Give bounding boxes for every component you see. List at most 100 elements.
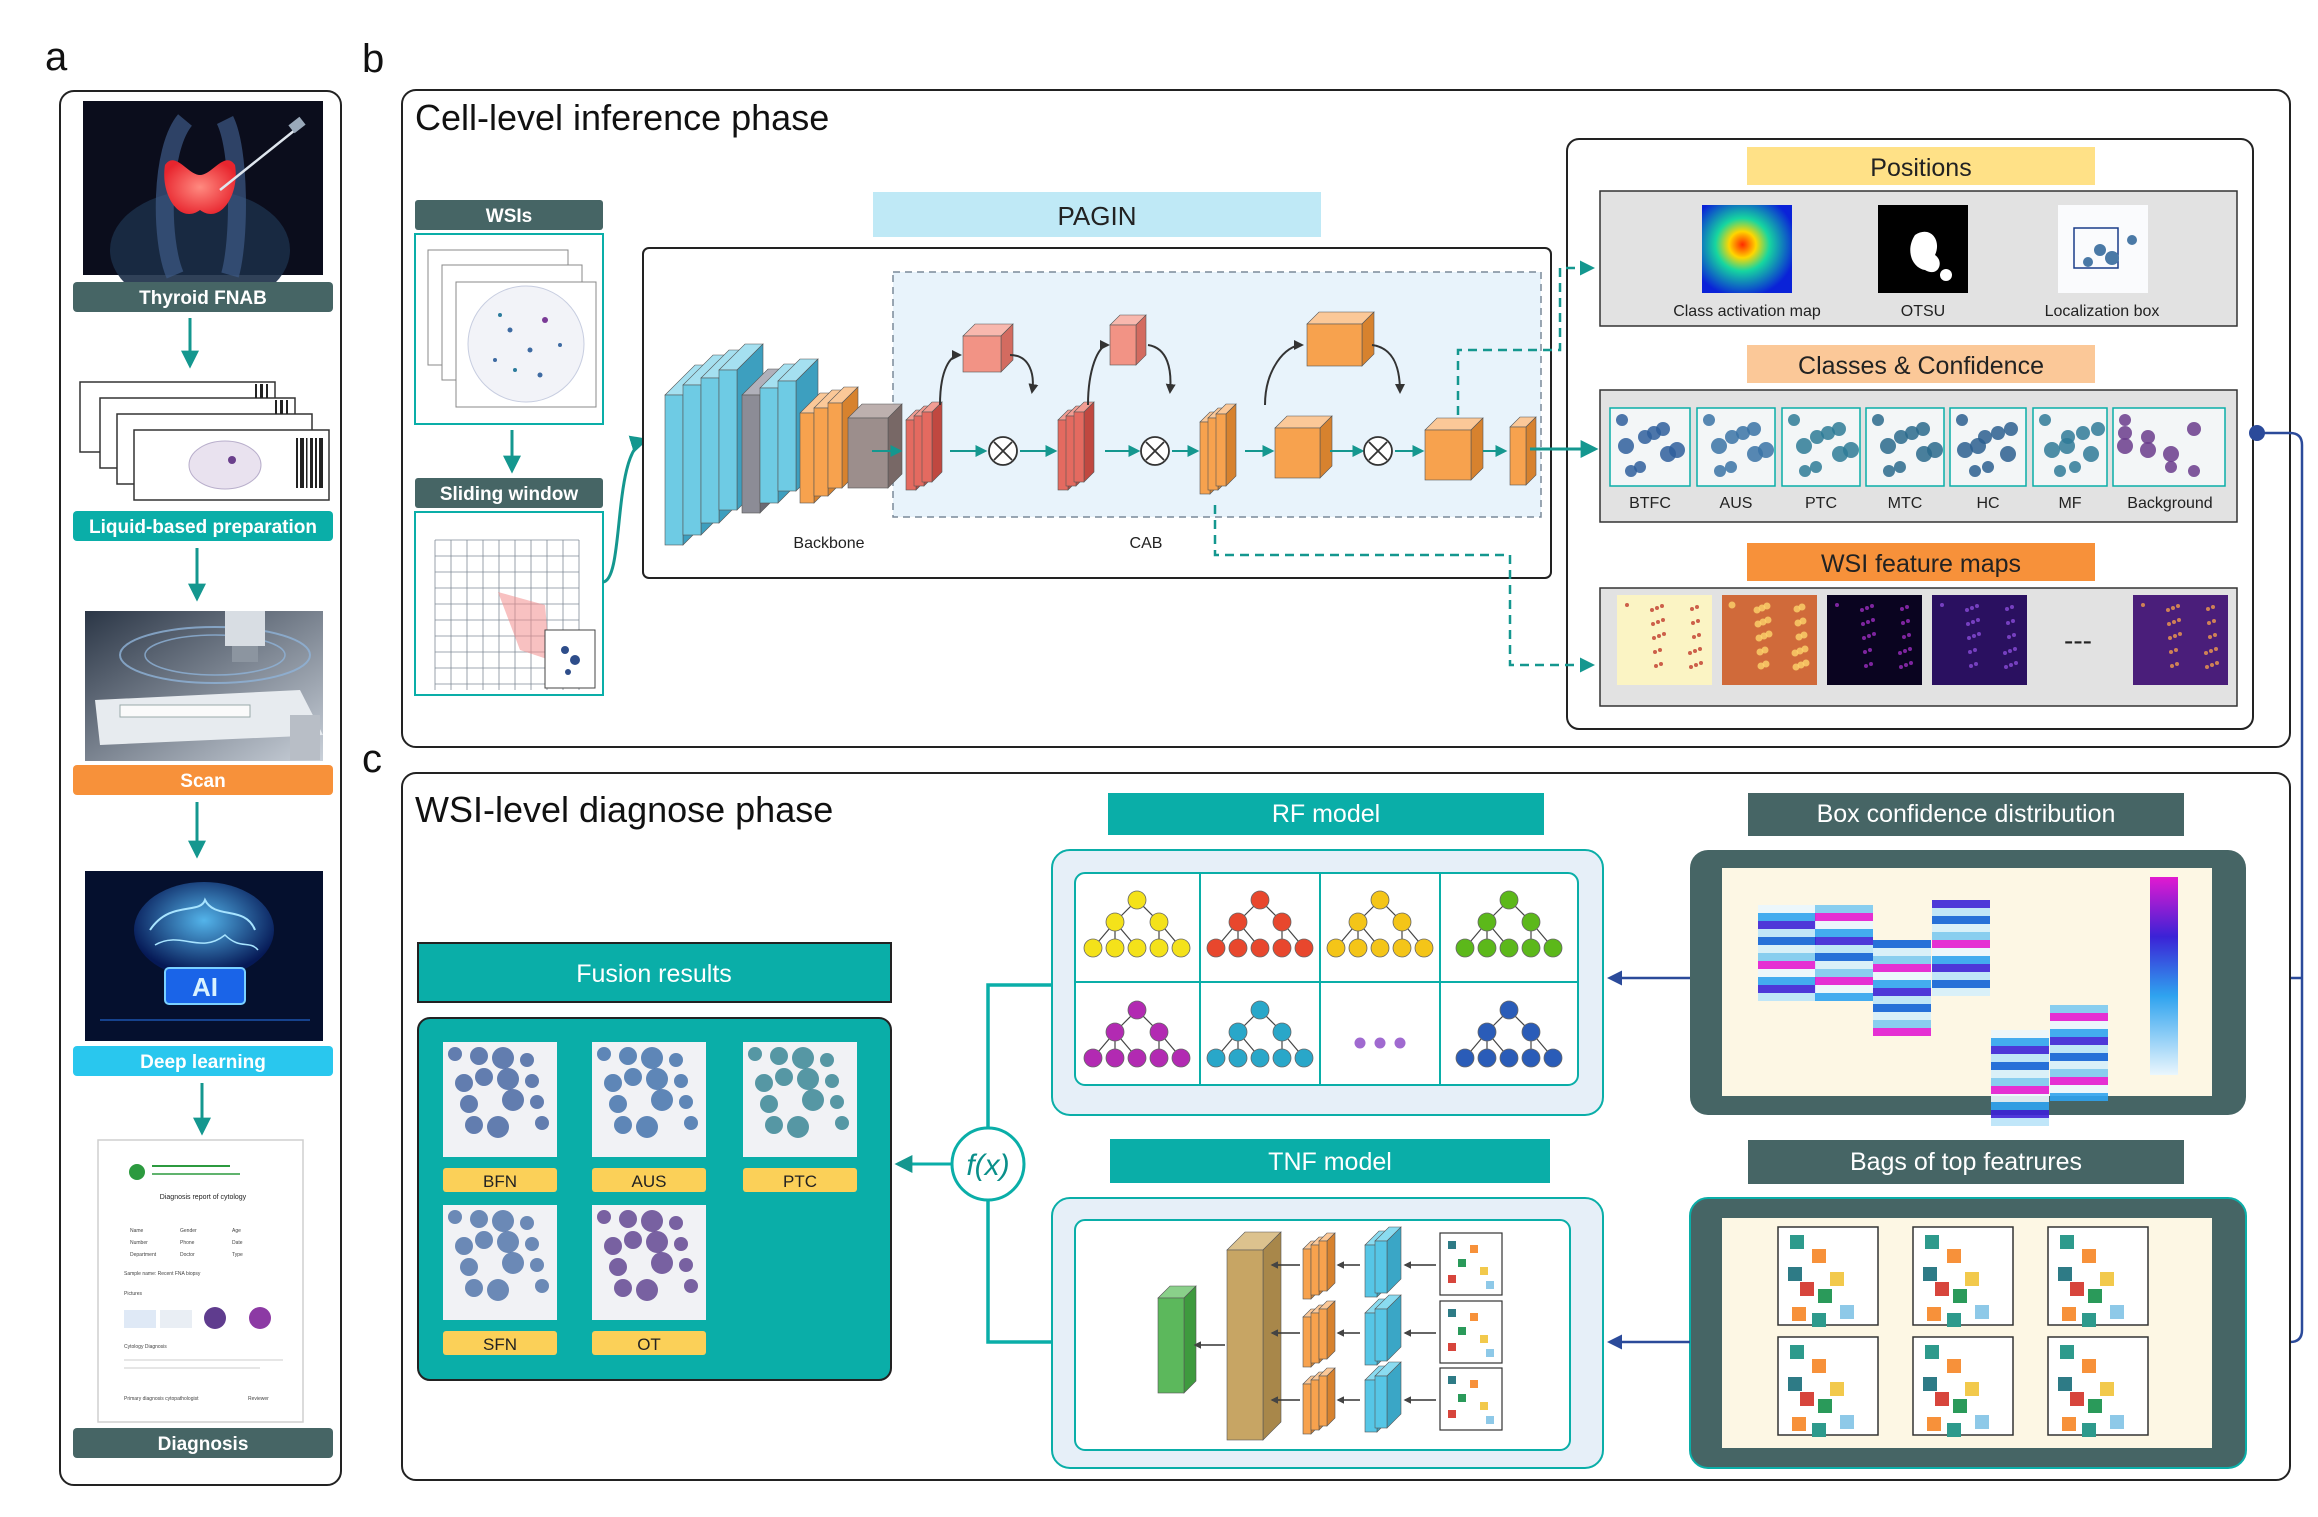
fusion-cell [502, 1089, 524, 1111]
feature-bag-square [1965, 1272, 1979, 1286]
diagnosis-report-image: Diagnosis report of cytology Name Gender… [97, 1139, 304, 1423]
cell-nucleus [1725, 430, 1739, 444]
feature-speckle [2172, 620, 2176, 624]
fusion-cell [787, 1116, 809, 1138]
feature-bag-square [1818, 1289, 1832, 1303]
fusion-cell [614, 1116, 632, 1134]
feature-speckle [1977, 632, 1981, 636]
tree-node [1348, 938, 1368, 958]
fusion-label: PTC [783, 1172, 817, 1191]
feature-speckle [2007, 635, 2011, 639]
tree-node [1348, 912, 1368, 932]
heat-cell [1815, 921, 1873, 929]
feature-speckle [2173, 634, 2177, 638]
cell-nucleus [1916, 422, 1930, 436]
feature-speckle [2204, 651, 2208, 655]
tnf-bag-square [1448, 1309, 1456, 1317]
tnf-bag-square [1486, 1349, 1494, 1357]
fusion-cell [674, 1074, 688, 1088]
feature-speckle [1689, 665, 1693, 669]
feature-speckle [2211, 605, 2215, 609]
tree-node [1171, 938, 1191, 958]
heat-cell [1932, 908, 1990, 916]
feature-bag-square [2058, 1377, 2072, 1391]
fusion-label: SFN [483, 1335, 517, 1354]
final-layer-side [1525, 416, 1537, 486]
tree-node [1392, 938, 1412, 958]
feature-speckle [2170, 664, 2174, 668]
heat-cell [1873, 980, 1931, 988]
branch-arrow [1009, 354, 1039, 394]
feature-bag-square [1923, 1377, 1937, 1391]
feature-speckle [1872, 632, 1876, 636]
cell-nucleus [1810, 461, 1822, 473]
feature-bag-square [2088, 1289, 2102, 1303]
tnf-fc-front [1226, 1249, 1264, 1441]
tree-node [1105, 1048, 1125, 1068]
tree-node [1294, 1048, 1314, 1068]
feature-speckle [1653, 650, 1657, 654]
cell-nucleus [1883, 465, 1895, 477]
heat-cell [2050, 1077, 2108, 1085]
report-title: Diagnosis report of cytology [160, 1194, 247, 1201]
tnf-conv-front [1310, 1379, 1320, 1431]
feature-speckle [2208, 635, 2212, 639]
heat-cell [1815, 945, 1873, 953]
heat-cell [1815, 929, 1873, 937]
heat-cell [2050, 1085, 2108, 1093]
heat-cell [1758, 905, 1816, 913]
tree-node [1521, 912, 1541, 932]
feature-speckle [1690, 607, 1694, 611]
heat-cell [1815, 993, 1873, 1001]
feature-speckle [1698, 647, 1702, 651]
localization-cell-3 [2127, 235, 2137, 245]
fusion-label-bg [443, 1168, 557, 1192]
bus-line [2245, 431, 2304, 1350]
feature-bag-square [2082, 1313, 2096, 1327]
fusion-cell [492, 1047, 514, 1069]
fusion-cell [646, 1068, 668, 1090]
backbone-layer-front [741, 394, 761, 514]
feature-speckle [2205, 665, 2209, 669]
class-label: Background [2127, 495, 2212, 512]
fusion-cell [636, 1279, 658, 1301]
fusion-cell [535, 1279, 549, 1293]
feature-speckle [1867, 634, 1871, 638]
cab3-mid-front [1274, 427, 1321, 479]
cab2-layer-side [1083, 401, 1095, 483]
heat-cell [1932, 988, 1990, 996]
heat-cell [1873, 972, 1931, 980]
heat-cell [1873, 964, 1931, 972]
feature-bag-square [2070, 1282, 2084, 1296]
feature-bag-square [2062, 1417, 2076, 1431]
cell-nucleus [2188, 465, 2200, 477]
branch-arrow [1264, 340, 1304, 406]
tnf-conv-side [1326, 1300, 1336, 1360]
feature-speckle [2175, 662, 2179, 666]
feature-speckle [2169, 650, 2173, 654]
box-conf-title: Box confidence distribution [1817, 800, 2116, 828]
tree-node [1499, 1000, 1519, 1020]
feature-bag-square [2110, 1415, 2124, 1429]
tnf-feat-front [1374, 1240, 1388, 1294]
feature-speckle [2004, 665, 2008, 669]
report-sample: Sample name: Recent FNA biopsy [124, 1271, 201, 1277]
tree-node [1149, 912, 1169, 932]
featmap-texture [1625, 601, 2219, 671]
feature-speckle [1901, 621, 1905, 625]
cab1-branch-front [962, 335, 1002, 373]
fusion-cell [770, 1047, 788, 1065]
tnf-green-side [1183, 1285, 1197, 1394]
feature-speckle [1694, 663, 1698, 667]
feature-speckle [1976, 618, 1980, 622]
tree-node [1499, 890, 1519, 910]
cell-nucleus [2069, 461, 2081, 473]
feature-speckle [1870, 604, 1874, 608]
positions-item-box: Localization box [2045, 303, 2160, 320]
feature-bag-square [1975, 1305, 1989, 1319]
feature-speckle [1650, 608, 1654, 612]
cell-nucleus [1796, 438, 1812, 454]
fusion-cell [765, 1116, 783, 1134]
fusion-cell [475, 1068, 493, 1086]
heat-cell [1991, 1086, 2049, 1094]
